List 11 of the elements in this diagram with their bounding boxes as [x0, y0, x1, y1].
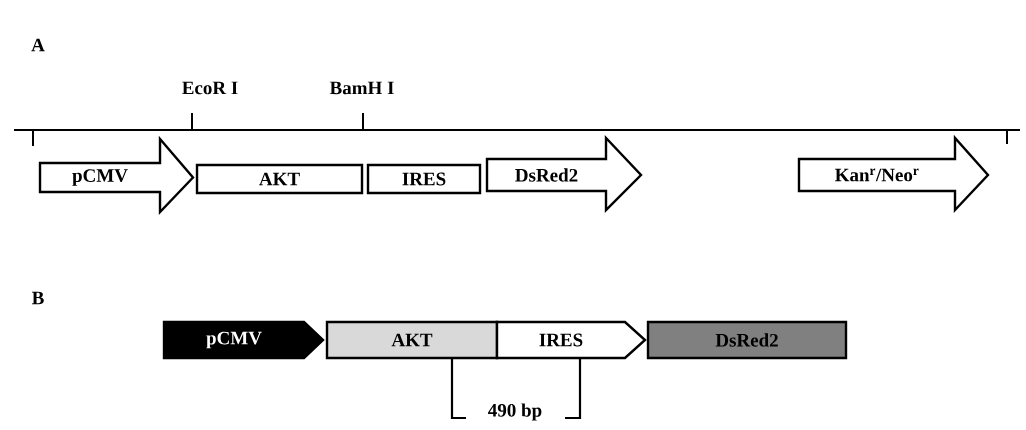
gene-segment: pCMV — [162, 320, 325, 360]
site-label: BamH I — [329, 81, 394, 95]
size-label: 490 bp — [488, 403, 542, 421]
gene-box: IRES — [366, 163, 482, 195]
panel-label: A — [31, 38, 45, 52]
gene-box: AKT — [325, 320, 499, 360]
gene-segment: IRES — [495, 320, 647, 360]
panel-label: B — [32, 291, 44, 305]
gene-box: DsRed2 — [646, 320, 848, 360]
site-label: EcoR I — [182, 81, 238, 95]
gene-box: AKT — [195, 163, 364, 195]
